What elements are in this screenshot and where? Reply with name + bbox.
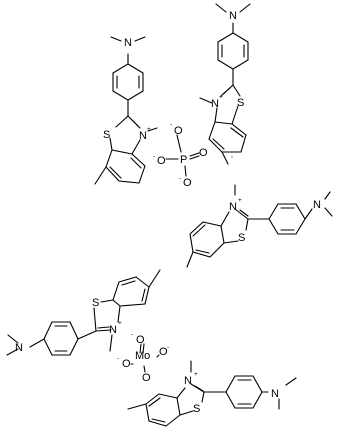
- cation-5-labels: N + S N: [184, 371, 279, 415]
- cation-2-amine-nitrogen: N: [229, 10, 237, 22]
- cation-5-positive-charge: +: [194, 371, 198, 378]
- phosphate-oxygen-top-charge: -: [170, 121, 172, 128]
- cation-1-amine-nitrogen: N: [124, 37, 132, 49]
- cation-4-labels: N S N +: [15, 297, 122, 354]
- phosphorus-atom: P: [180, 154, 187, 166]
- cation-5-ring-sulfur: S: [193, 403, 200, 415]
- molybdate-labels: O - O - Mo O - O: [117, 331, 169, 384]
- molybdate-oxygen-left: O: [122, 358, 131, 370]
- cation-2-ring-nitrogen: N: [211, 98, 219, 110]
- molybdate-oxygen-left-charge: -: [117, 355, 119, 362]
- thioflavin-cation-1: N S N +: [94, 36, 158, 185]
- cation-2-positive-charge: +: [219, 94, 223, 101]
- cation-1-positive-charge: +: [147, 126, 151, 133]
- cation-3-ring-nitrogen: N: [229, 201, 237, 213]
- cation-3-amine-nitrogen: N: [313, 199, 321, 211]
- cation-2-labels: N N + S: [211, 10, 244, 110]
- cation-4-positive-charge: +: [118, 320, 122, 327]
- molybdate-bonds: [130, 343, 160, 373]
- phosphate-oxygen-left-charge: -: [153, 153, 155, 160]
- phosphate-oxygen-top: O: [174, 125, 183, 137]
- thioflavin-cation-3: N + S N: [186, 184, 333, 268]
- phosphate-labels: O - O - P O O -: [153, 121, 208, 189]
- molybdenum-atom: Mo: [135, 350, 150, 362]
- cation-1-bonds: [94, 36, 158, 185]
- molybdate-oxygen-top: O: [136, 334, 145, 346]
- cation-3-ring-sulfur: S: [238, 232, 245, 244]
- cation-5-ring-nitrogen: N: [184, 375, 192, 387]
- phosphate-oxygen-bottom-charge: -: [179, 175, 181, 182]
- phosphate-oxygen-left: O: [157, 155, 166, 167]
- cation-4-ring-sulfur: S: [92, 297, 99, 309]
- cation-3-labels: N + S N: [229, 197, 321, 244]
- phosphate-anion: O - O - P O O -: [153, 121, 208, 189]
- phosphate-oxygen-double: O: [199, 147, 208, 159]
- cation-5-bonds: [127, 360, 297, 427]
- cation-1-ring-sulfur: S: [103, 129, 110, 141]
- cation-2-ring-sulfur: S: [237, 97, 244, 109]
- cation-1-labels: N S N +: [103, 37, 151, 142]
- cation-1-ring-nitrogen: N: [139, 130, 147, 142]
- molybdate-oxygen-right-charge: -: [167, 344, 169, 351]
- cation-3-bonds: [186, 184, 333, 268]
- phosphate-oxygen-bottom: O: [183, 177, 192, 189]
- molybdate-oxygen-right: O: [159, 346, 168, 358]
- thioflavin-cation-4: N S N +: [6, 269, 161, 356]
- phosphate-bonds: [165, 134, 200, 177]
- cation-2-bonds: [199, 3, 251, 165]
- cation-4-bonds: [6, 269, 161, 356]
- molybdate-oxygen-bottom: O: [142, 372, 151, 384]
- molybdate-oxygen-top-charge: -: [131, 331, 133, 338]
- cation-4-amine-nitrogen: N: [15, 342, 23, 354]
- thioflavin-cation-2: N N + S: [199, 3, 251, 165]
- cation-4-ring-nitrogen: N: [109, 324, 117, 336]
- cation-3-positive-charge: +: [238, 197, 242, 204]
- cation-5-amine-nitrogen: N: [271, 388, 279, 400]
- thioflavin-cation-5: N + S N: [127, 360, 297, 427]
- molybdate-anion: O - O - Mo O - O: [117, 331, 169, 384]
